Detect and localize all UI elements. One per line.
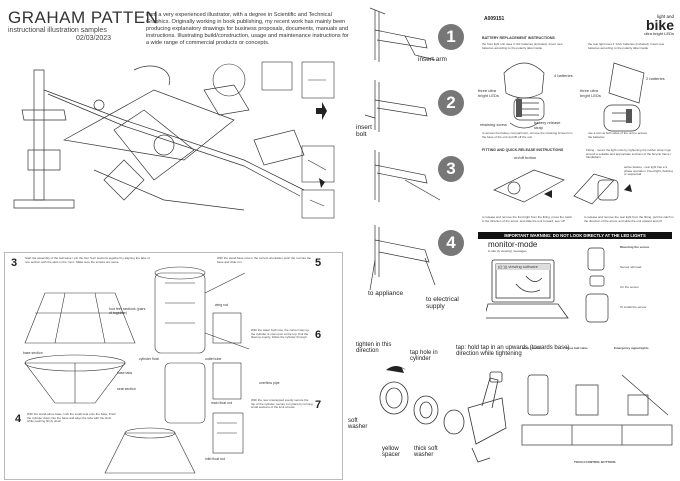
page-subtitle: instructional illustration samples [8,27,107,34]
monitor-subtitle: in-site (tv viewing) messages [488,249,527,253]
sensor-label-2: On the sensor [620,285,639,289]
touch-table-title: TOUCH CONTROL BUTTONS [574,460,616,464]
yellow-spacer-label: yellow spacer [382,446,401,458]
tighten-label: tighten in this direction [356,342,392,354]
brand-tag: ultra bright LEDs [644,31,674,36]
thick-soft-washer-label: thick soft washer [414,446,438,458]
label-inlet-float-rod: inlet float rod [205,457,226,461]
sensor-label-1: Sensor will read [620,265,642,269]
intro-text: I am a very experienced illustrator, wit… [146,12,349,46]
label-three-leds-front: three ultra bright LEDs [478,88,499,98]
label-wing-rod: wing rod [215,303,229,307]
frame-assembly-drawing [13,61,335,219]
frame-illustration-panel [4,50,342,220]
soft-washer-label: soft washer [348,418,368,430]
section1-front-text: the front light unit uses 4 'AA' batteri… [482,42,563,50]
label-battery-release-strap: battery release strap [534,120,561,130]
page-title: GRAHAM PATTEN [8,8,159,27]
tap-parts-drawing [521,374,673,446]
to-appliance-label: to appliance [368,290,404,297]
brand-main: bike [645,17,674,33]
battery-drawing [503,62,645,132]
fitting-active-text: active feature - rear light has a 3 phas… [624,165,673,177]
step-1-badge: 1 [438,24,464,50]
assembly-step-5-text: With the stand base now in the correct o… [217,256,312,264]
section1-rear-text: the rear light uses 2 'AAA' batteries (i… [588,42,665,50]
assembly-step-7-text: With the now unwrapped evenly secure the… [251,398,313,410]
tap-hole-label: tap hole in cylinder [410,350,438,362]
step-4-badge: 4 [438,230,464,256]
assembly-step-3-text: Start the assembly of the bull wave / pi… [25,256,150,264]
product-code: A009151 [484,16,505,22]
col-label-0: Hose version [522,346,541,350]
page-date: 02/03/2023 [76,35,112,42]
monitor-title: monitor-mode [488,240,538,249]
fitting-note-text: Fitting - mount the light units by tight… [586,148,672,160]
label-main-float-rod: main float rod [211,401,233,405]
assembly-panel: 3 Start the assembly of the bull wave / … [4,252,343,480]
assembly-step-7-num: 7 [315,399,322,411]
section2-title: FITTING AND QUICK-RELEASE INSTRUCTIONS [482,148,564,152]
label-base-section: base section [23,351,43,355]
fitting-rear-text: to release and remove the rear light fro… [584,215,674,223]
label-on-off-button: on/off button [514,155,537,160]
monitor-device-list: Mounting the sensor Sensor will read On … [578,245,676,336]
sensor-label-0: Mounting the sensor [620,245,650,249]
brand-logo: light and bike ultra bright LEDs [620,14,674,36]
monitor-screen-label: (((·))) viewing software [498,264,539,269]
label-base-tabs: base tabs [117,371,133,375]
step-2-badge: 2 [438,90,464,116]
to-electrical-supply-label: to electrical supply [426,296,459,310]
access-front-text: to access the battery compartment, remov… [482,131,573,139]
step-3-badge: 3 [438,156,464,182]
assembly-step-4-text: With the stand-alone base, lock the smal… [27,412,116,424]
label-overflow-pipe: overflow pipe [259,381,280,385]
insert-arm-label: insert arm [418,56,447,63]
label-feet-section: four feet sections (pairs of together) [109,307,146,315]
assembly-step-6-num: 6 [315,329,322,341]
label-2-batteries: 2 batteries [646,76,665,81]
assembly-step-6-text: With the water built now, the correct wa… [251,328,310,340]
label-seat-section: seat section [117,387,136,391]
tap-side-panel: Hose version Hose ball valve Emergency s… [518,345,676,477]
hanger-drawing [364,7,441,291]
brand-top: light and [656,14,674,19]
col-label-1: Hose ball valve [566,346,588,350]
led-warning-banner: IMPORTANT WARNING: DO NOT LOOK DIRECTLY … [478,232,672,239]
label-4-batteries: 4 batteries [554,73,573,78]
assembly-step-3-num: 3 [11,257,18,269]
assembly-step-5-num: 5 [315,257,322,269]
label-cylinder-float: cylinder float [139,357,159,361]
col-label-2: Emergency signal lights [614,346,649,350]
fitting-drawing [493,169,632,205]
section1-title: BATTERY REPLACEMENT INSTRUCTIONS [482,36,555,40]
label-three-leds-rear: three ultra bright LEDs [580,88,601,98]
label-outlet-tube: outlet tube [205,357,222,361]
bike-light-panel: A009151 light and bike ultra bright LEDs… [474,8,676,254]
access-rear-text: use a coin at both sides of the unit to … [588,131,648,139]
assembly-step-4-num: 4 [15,413,22,425]
monitor-laptop-drawing [486,259,569,319]
label-retaining-screw: retaining screw [480,122,507,127]
hold-tap-label: tap: hold tap in an upwards (towards bas… [456,345,570,357]
tap-drawing [379,366,507,463]
sensor-drawing [585,247,609,323]
assembly-drawing [24,266,250,474]
sensor-label-3: To install the sensor [620,305,647,309]
fitting-front-text: to release and remove the front light fr… [482,215,572,223]
insert-bolt-label: insert bolt [356,124,372,138]
